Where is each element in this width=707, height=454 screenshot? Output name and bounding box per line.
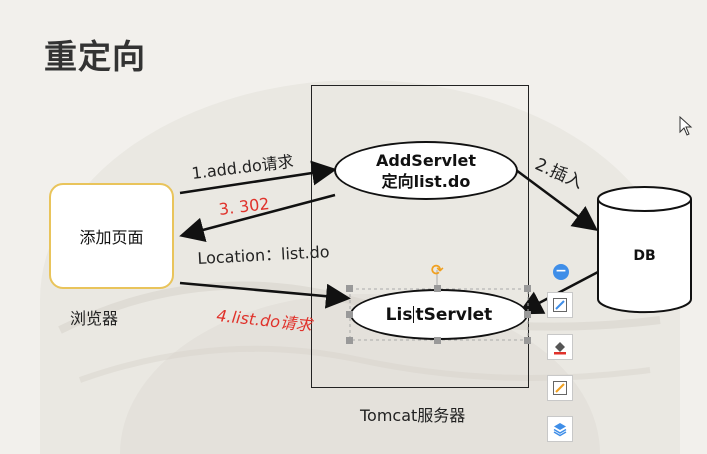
remove-icon[interactable]: − <box>553 264 569 280</box>
list-servlet-label-end: tServlet <box>415 304 493 325</box>
rotate-handle-icon[interactable]: ⟳ <box>431 261 444 279</box>
resize-handle-tm[interactable] <box>434 285 441 292</box>
db-label: DB <box>633 248 656 264</box>
tomcat-label: Tomcat服务器 <box>360 406 466 425</box>
text-cursor <box>413 306 415 323</box>
resize-handle-br[interactable] <box>524 337 531 344</box>
edit-shape-icon[interactable] <box>547 292 573 318</box>
resize-handle-mr[interactable] <box>524 311 531 318</box>
page-title: 重定向 <box>44 37 146 76</box>
browser-label: 浏览器 <box>70 309 119 328</box>
mouse-pointer-icon <box>679 116 693 136</box>
layers-icon[interactable] <box>547 416 573 442</box>
resize-handle-tr[interactable] <box>524 285 531 292</box>
arrow-insert-db <box>515 168 599 231</box>
tomcat-container <box>311 85 529 388</box>
database-cylinder[interactable] <box>596 185 693 315</box>
list-servlet-label-start: Lis <box>385 304 413 325</box>
add-servlet-line1: AddServlet <box>376 150 476 170</box>
arrow-redirect-302 <box>179 193 336 242</box>
arrow-request-list <box>179 281 351 309</box>
arrow-request-add <box>179 160 337 195</box>
resize-handle-tl[interactable] <box>346 285 353 292</box>
outline-pen-icon[interactable] <box>547 375 573 401</box>
resize-handle-bm[interactable] <box>434 337 441 344</box>
browser-page-label: 添加页面 <box>79 228 144 247</box>
resize-handle-bl[interactable] <box>346 337 353 344</box>
add-servlet-node[interactable]: AddServlet 定向list.do <box>334 141 518 200</box>
add-servlet-line2: 定向list.do <box>381 171 471 191</box>
browser-page-box[interactable]: 添加页面 <box>49 183 174 289</box>
fill-bucket-icon[interactable] <box>547 334 573 360</box>
resize-handle-ml[interactable] <box>346 311 353 318</box>
